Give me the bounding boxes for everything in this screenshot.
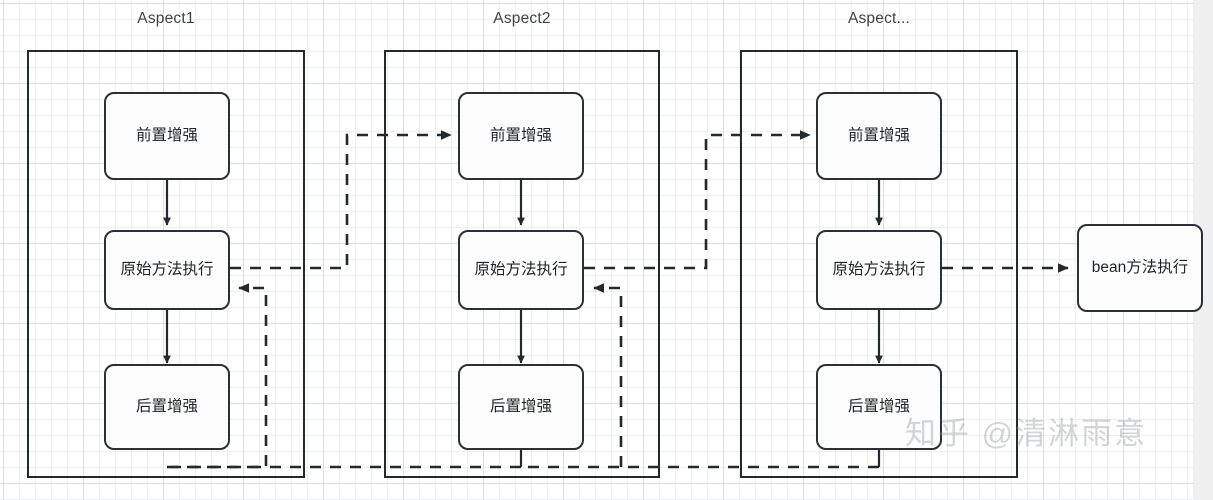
right-gutter [1193, 0, 1213, 500]
aspect-title-2: Aspect2 [493, 10, 551, 27]
watermark: 知乎 @清淋雨意 [905, 416, 1148, 451]
node-a2-after[interactable]: 后置增强 [458, 364, 584, 450]
node-a1-after[interactable]: 后置增强 [104, 364, 230, 450]
node-a2-before[interactable]: 前置增强 [458, 92, 584, 180]
node-a3-before[interactable]: 前置增强 [816, 92, 942, 180]
node-a1-before[interactable]: 前置增强 [104, 92, 230, 180]
node-a2-invoke[interactable]: 原始方法执行 [458, 230, 584, 310]
node-bean-method[interactable]: bean方法执行 [1077, 224, 1203, 312]
node-a3-after[interactable]: 后置增强 [816, 364, 942, 450]
aspect-title-1: Aspect1 [137, 10, 195, 27]
node-a3-invoke[interactable]: 原始方法执行 [816, 230, 942, 310]
node-a1-invoke[interactable]: 原始方法执行 [104, 230, 230, 310]
aspect-title-3: Aspect... [847, 10, 911, 27]
